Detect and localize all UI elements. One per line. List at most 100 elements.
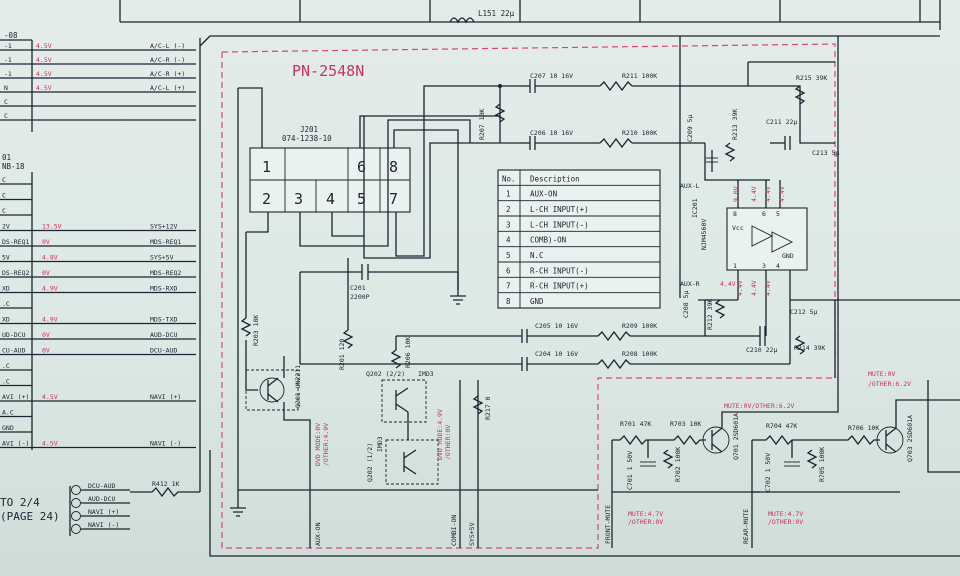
- svg-text:R706 10K: R706 10K: [848, 424, 879, 432]
- connector-top-signal: A/C-R (-): [150, 56, 185, 64]
- connector-mid-pin: DS-REQ2: [2, 269, 29, 277]
- table-cell-no: 5: [506, 251, 511, 260]
- svg-text:DVD MODE:0V: DVD MODE:0V: [314, 423, 322, 466]
- mute-circuit-rear: R704 47K C702 1 50V R705 100K R706 10K Q…: [742, 370, 960, 548]
- ic201-opamp: IC201 NJM4560V Vcc GND 8 6 5 1 3 4 9.0V …: [680, 180, 808, 364]
- feedback-network-lower: C208 5µ R212 39K C210 22µ C212 5µ R214 3…: [682, 291, 960, 378]
- svg-text:J201: J201: [300, 125, 318, 134]
- svg-text:C205 10 16V: C205 10 16V: [535, 322, 578, 330]
- connector-mid-signal: AUD-DCU: [150, 331, 177, 339]
- svg-text:R214 39K: R214 39K: [794, 344, 825, 352]
- svg-text:IMD3: IMD3: [418, 370, 434, 378]
- pin-4: 4: [326, 190, 335, 208]
- svg-text:AUX-R: AUX-R: [680, 280, 700, 288]
- connector-mid-signal: MDS-RXD: [150, 285, 177, 293]
- svg-text:C701 1 50V: C701 1 50V: [626, 451, 634, 490]
- connector-top-pin: N: [4, 84, 8, 92]
- connector-mid-pin: .C: [2, 362, 10, 370]
- pin-label: NAVI (+): [88, 508, 119, 516]
- svg-text:4: 4: [776, 262, 780, 270]
- svg-text:R215 39K: R215 39K: [796, 74, 827, 82]
- board-name: PN-2548N: [292, 62, 364, 80]
- svg-text:R206 10K: R206 10K: [404, 337, 412, 368]
- pin-terminal-icon: [71, 524, 81, 534]
- connector-mid-pin: C: [2, 207, 6, 215]
- svg-text:4.4V: 4.4V: [750, 280, 758, 296]
- svg-text:R705 100K: R705 100K: [818, 447, 826, 482]
- svg-text:R701 47K: R701 47K: [620, 420, 651, 428]
- table-cell-description: L-CH INPUT(-): [530, 220, 589, 229]
- connector-top-voltage: 4.5V: [36, 84, 52, 92]
- connector-top-signal: A/C-L (-): [150, 42, 185, 50]
- input-rc-lower: C205 10 16V R209 100K C204 10 16V R208 1…: [300, 322, 790, 371]
- connector-mid-voltage: 0V: [42, 269, 50, 277]
- connector-mid-voltage: 0V: [42, 347, 50, 355]
- l151-label: L151 22µ: [478, 9, 515, 18]
- svg-text:3: 3: [762, 262, 766, 270]
- svg-text:4.4V: 4.4V: [736, 280, 744, 296]
- input-rc-upper: C207 10 16V R211 100K R207 10K C206 10 1…: [478, 72, 748, 150]
- svg-text:9.0V: 9.0V: [732, 186, 740, 202]
- connector-mid-pin: 2V: [2, 223, 10, 231]
- svg-text:1: 1: [733, 262, 737, 270]
- connector-mid-voltage: 4.5V: [42, 393, 58, 401]
- svg-text:C204 10 16V: C204 10 16V: [535, 350, 578, 358]
- svg-text:R703 10K: R703 10K: [670, 420, 701, 428]
- table-cell-description: R-CH INPUT(-): [530, 266, 589, 275]
- pin-3: 3: [294, 190, 303, 208]
- connector-mid-voltage: 4.9V: [42, 316, 58, 324]
- pin-2: 2: [262, 190, 271, 208]
- svg-text:/OTHER:0V: /OTHER:0V: [628, 518, 663, 526]
- svg-text:R212 39K: R212 39K: [706, 299, 714, 330]
- svg-text:Q202 (2/2): Q202 (2/2): [366, 370, 405, 378]
- svg-text:IC201: IC201: [691, 198, 699, 218]
- svg-text:MUTE:0V: MUTE:0V: [868, 370, 895, 378]
- svg-text:R209 100K: R209 100K: [622, 322, 657, 330]
- pin-label: NAVI (-): [88, 521, 119, 529]
- transistor-q201: Q201 UN2211 R203 18K DVD MODE:0V /OTHER:…: [240, 232, 330, 548]
- table-cell-no: 4: [506, 236, 511, 245]
- svg-text:GND: GND: [782, 252, 794, 260]
- svg-text:AUX-L: AUX-L: [680, 182, 700, 190]
- transistor-q202: R201 120 R206 10K Q202 (2/2) IMD3 Q202 (…: [238, 258, 598, 548]
- pin-terminal-icon: [71, 485, 81, 495]
- svg-text:C211 22µ: C211 22µ: [766, 118, 797, 126]
- svg-text:C209 5µ: C209 5µ: [686, 115, 694, 142]
- svg-text:R211 100K: R211 100K: [622, 72, 657, 80]
- svg-text:/OTHER:6.2V: /OTHER:6.2V: [868, 380, 911, 388]
- pin-7: 7: [389, 190, 398, 208]
- connector-mid-pin: GND: [2, 424, 14, 432]
- pin-1: 1: [262, 158, 271, 176]
- connector-top-voltage: 4.5V: [36, 42, 52, 50]
- pin-5: 5: [357, 190, 366, 208]
- svg-text:FRONT-MUTE: FRONT-MUTE: [604, 505, 612, 544]
- connector-mid-pin: CU-AUD: [2, 347, 26, 355]
- connector-mid-signal: MDS-TXD: [150, 316, 177, 324]
- connector-mid-pin: C: [2, 192, 6, 200]
- svg-text:C207 10 16V: C207 10 16V: [530, 72, 573, 80]
- connector-mid-voltage: 4.8V: [42, 254, 58, 262]
- svg-text:Q201 UN2211: Q201 UN2211: [294, 365, 302, 408]
- pin-label: AUD-DCU: [88, 495, 115, 503]
- svg-text:4.4V: 4.4V: [778, 186, 786, 202]
- connector-mid-voltage: 13.5V: [42, 223, 62, 231]
- connector-top-pin: C: [4, 98, 8, 106]
- svg-text:Q701 2SD601A: Q701 2SD601A: [732, 413, 740, 460]
- connector-top-voltage: 4.5V: [36, 56, 52, 64]
- connector-mid-pin: A.C: [2, 409, 14, 417]
- svg-text:R210 100K: R210 100K: [622, 129, 657, 137]
- connector-mid-pin: .C: [2, 378, 10, 386]
- table-cell-description: N.C: [530, 251, 544, 260]
- pin-6: 6: [357, 158, 366, 176]
- table-cell-description: R-CH INPUT(+): [530, 282, 589, 291]
- svg-text:/OTHER:0V: /OTHER:0V: [444, 425, 452, 460]
- connector-mid-pin: UD-DCU: [2, 331, 26, 339]
- svg-text:4.4V: 4.4V: [750, 186, 758, 202]
- svg-text:R203 18K: R203 18K: [252, 315, 260, 346]
- svg-text:C206 10 16V: C206 10 16V: [530, 129, 573, 137]
- connector-top-signal: A/C-L (+): [150, 84, 185, 92]
- connector-top-voltage: 4.5V: [36, 70, 52, 78]
